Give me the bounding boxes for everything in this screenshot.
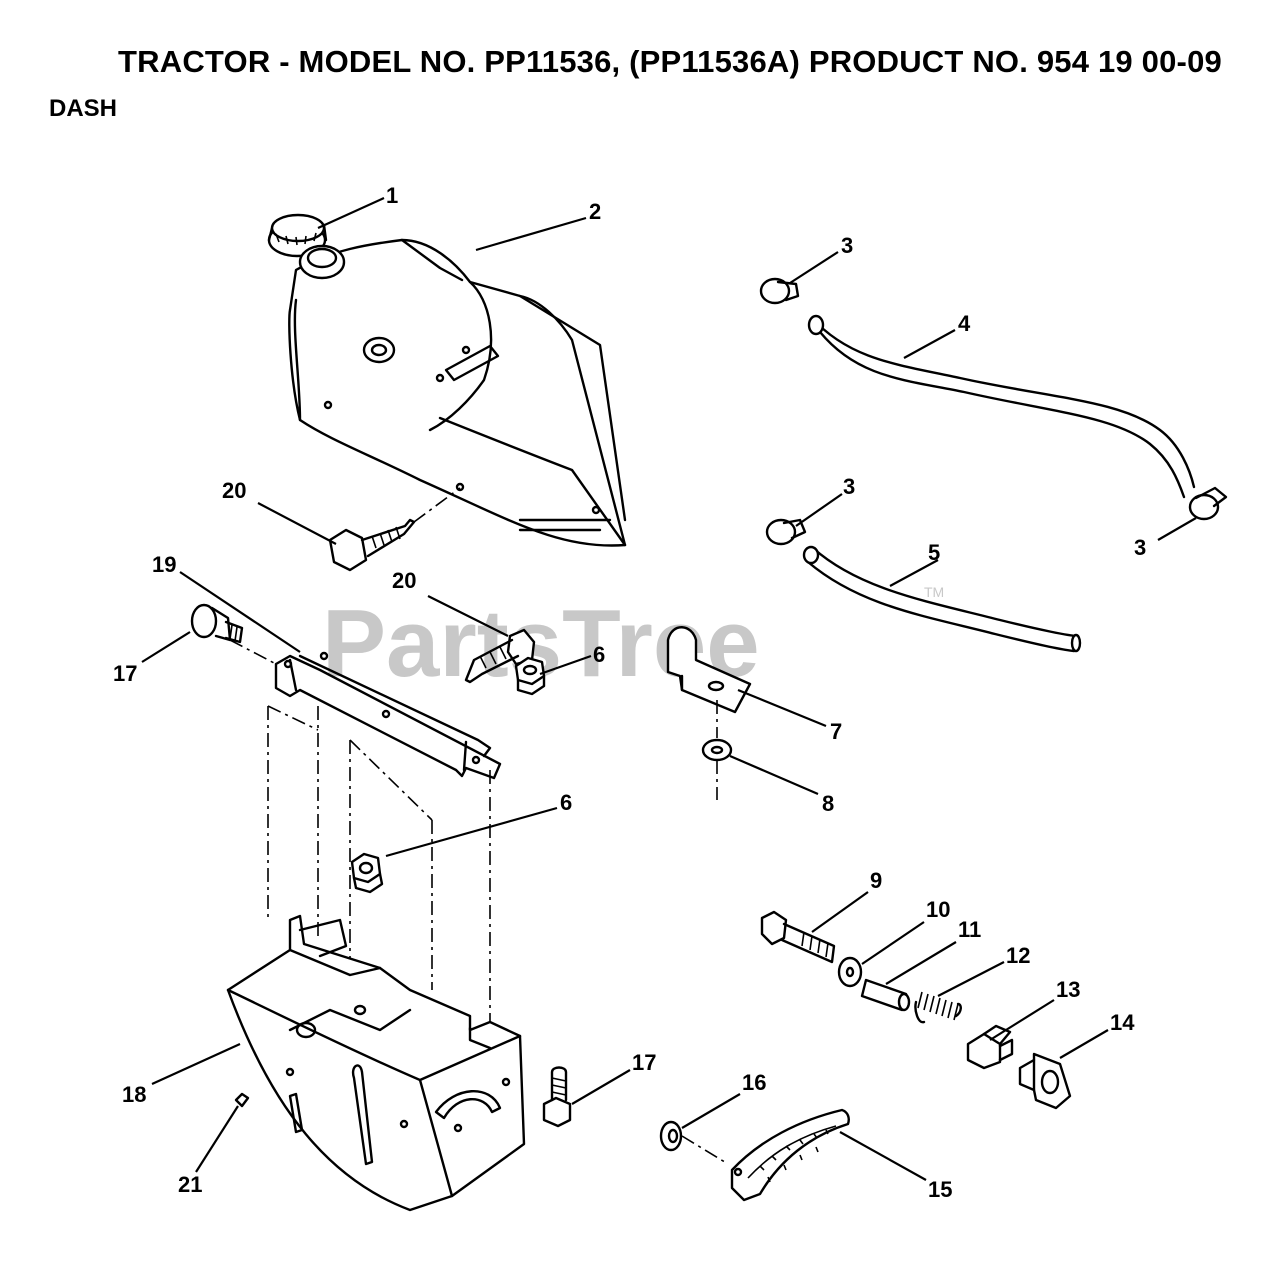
callout-3-upper: 3	[841, 233, 853, 258]
part-spacer	[860, 978, 911, 1012]
part-hose-clamp-upper	[759, 277, 800, 305]
part-decal-plate	[730, 1108, 850, 1202]
page-title-text: TRACTOR - MODEL NO. PP11536, (PP11536A) …	[118, 44, 1222, 79]
part-fuel-hose-short	[802, 545, 1082, 653]
callout-8: 8	[822, 791, 834, 816]
callout-3-right: 3	[1134, 535, 1146, 560]
part-knob-insert	[966, 1024, 1014, 1070]
callout-17-upper: 17	[113, 661, 137, 686]
part-hex-nut-lower	[350, 852, 384, 894]
leader-lines	[141, 196, 1197, 1181]
callout-5: 5	[928, 540, 940, 565]
callout-20-lower: 20	[392, 568, 416, 593]
part-fuel-tank	[288, 238, 627, 547]
part-screw-upper	[328, 487, 461, 572]
part-dash-panel	[226, 914, 526, 1212]
part-dash-bracket	[229, 639, 502, 1060]
part-fuel-hose-long	[807, 314, 1196, 499]
callout-2: 2	[589, 199, 601, 224]
callout-19: 19	[152, 552, 176, 577]
callout-1: 1	[386, 183, 398, 208]
part-pin	[234, 1092, 250, 1108]
callout-18: 18	[122, 1082, 146, 1107]
part-bushing	[659, 1120, 729, 1165]
watermark-trademark: TM	[924, 584, 944, 600]
part-spring	[914, 991, 962, 1024]
callout-6-upper: 6	[593, 642, 605, 667]
callout-7: 7	[830, 719, 842, 744]
part-fuel-cap	[267, 213, 328, 258]
callout-14: 14	[1110, 1010, 1135, 1035]
section-subtitle: DASH	[49, 95, 118, 122]
part-bolt-lower	[542, 1066, 572, 1128]
callout-13: 13	[1056, 977, 1080, 1002]
callout-12: 12	[1006, 943, 1030, 968]
callout-4: 4	[958, 311, 971, 336]
callout-20-upper: 20	[222, 478, 246, 503]
part-hose-clamp-middle	[765, 518, 807, 546]
page-title: TRACTOR - MODEL NO. PP11536, (PP11536A) …	[0, 44, 1280, 80]
callout-6-lower: 6	[560, 790, 572, 815]
part-bolt-long	[760, 910, 836, 964]
part-knob	[1018, 1052, 1072, 1110]
callout-9: 9	[870, 868, 882, 893]
part-bolt-upper	[190, 603, 244, 644]
part-hose-clamp-right	[1188, 486, 1228, 521]
part-hex-nut-upper	[514, 656, 546, 696]
callout-labels: 1 2 3 4 3 3 5 6 6 7 8 9 10 11 12 13 14 1…	[113, 183, 1146, 1202]
part-hose-clip	[666, 626, 752, 714]
callout-15: 15	[928, 1177, 952, 1202]
callout-17-lower: 17	[632, 1050, 656, 1075]
part-washer-small	[701, 700, 733, 800]
callout-11: 11	[958, 917, 981, 942]
callout-16: 16	[742, 1070, 766, 1095]
part-washer-large	[837, 956, 863, 988]
callout-21: 21	[178, 1172, 202, 1197]
callout-10: 10	[926, 897, 950, 922]
callout-3-middle: 3	[843, 474, 855, 499]
